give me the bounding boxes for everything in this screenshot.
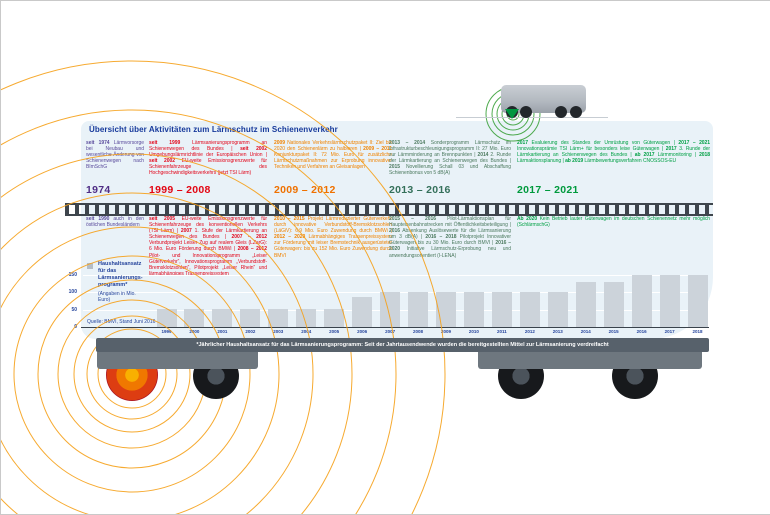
period-heading-2009-2012: 2009 – 2012 (274, 184, 336, 196)
left-bogie (97, 349, 258, 369)
page-title: Übersicht über Aktivitäten zum Lärmschut… (89, 125, 338, 134)
period-1974-bottom-text: seit 1990 auch in den östlichen Bundeslä… (86, 216, 144, 229)
y-tick-label: 100 (68, 289, 77, 295)
legend-swatch-icon (87, 263, 93, 269)
period-2013-2016-top-text: 2013 – 2014 Sonderprogramm Lärmschutz im… (389, 140, 512, 177)
quiet-wagon-wheel-icon (520, 106, 532, 118)
period-2017-2021-bottom-text: Ab 2020 Kein Betrieb lauter Güterwagen i… (517, 216, 710, 229)
period-1999-2008-top-text: seit 1999 Lärmsanierungsprogramm an Schi… (149, 140, 267, 177)
footnote-text: *Jährlicher Haushaltsansatz für das Lärm… (196, 342, 609, 348)
y-tick-label: 50 (71, 306, 77, 313)
period-2009-2012-bottom-text: 2010 – 2015 Projekt Lärmreduzierter Güte… (274, 216, 392, 259)
period-heading-2017-2021: 2017 – 2021 (517, 184, 579, 196)
source-note: Quelle: BMVI, Stand Juni 2016 (87, 319, 156, 325)
chart-legend: Haushalts­ansatz für das Lärmsanierungs­… (87, 261, 143, 303)
railway-track-timeline (65, 203, 713, 216)
legend-unit-note: (Angaben in Mio. Euro) (98, 290, 136, 303)
period-1999-2008-bottom-text: seit 2005 EU-weite Emissionsgrenzwerte f… (149, 216, 268, 277)
period-heading-1974: 1974 (86, 184, 111, 196)
right-bogie (478, 349, 702, 369)
quiet-wagon-wheel-icon (555, 106, 567, 118)
y-tick-label: 150 (68, 271, 77, 278)
period-heading-2013-2016: 2013 – 2016 (389, 184, 451, 196)
period-2013-2016-bottom-text: 2015 – 2016 Pilot-Lärmaktionsplan für Ha… (389, 216, 511, 259)
ground-line (456, 117, 608, 118)
period-2017-2021-top-text: 2017 Evaluierung des Standes der Umrüstu… (517, 140, 710, 165)
y-tick-label: 0 (74, 324, 77, 330)
period-heading-1999-2008: 1999 – 2008 (149, 184, 211, 196)
x-tick-label: 2018 (692, 329, 703, 334)
quiet-wagon-wheel-icon (570, 106, 582, 118)
chart-x-axis-line (81, 327, 709, 328)
period-1974-top-text: seit 1974 Lärmvorsorge bei Neubau und we… (86, 140, 144, 171)
period-2009-2012-top-text: 2009 Nationales Verkehrslärmschutzpaket … (274, 140, 392, 171)
quiet-wagon-wheel-icon (506, 106, 518, 118)
footnote-bar: *Jährlicher Haushaltsansatz für das Lärm… (96, 338, 709, 352)
legend-label: Haushalts­ansatz für das Lärmsanierungs­… (98, 261, 143, 288)
